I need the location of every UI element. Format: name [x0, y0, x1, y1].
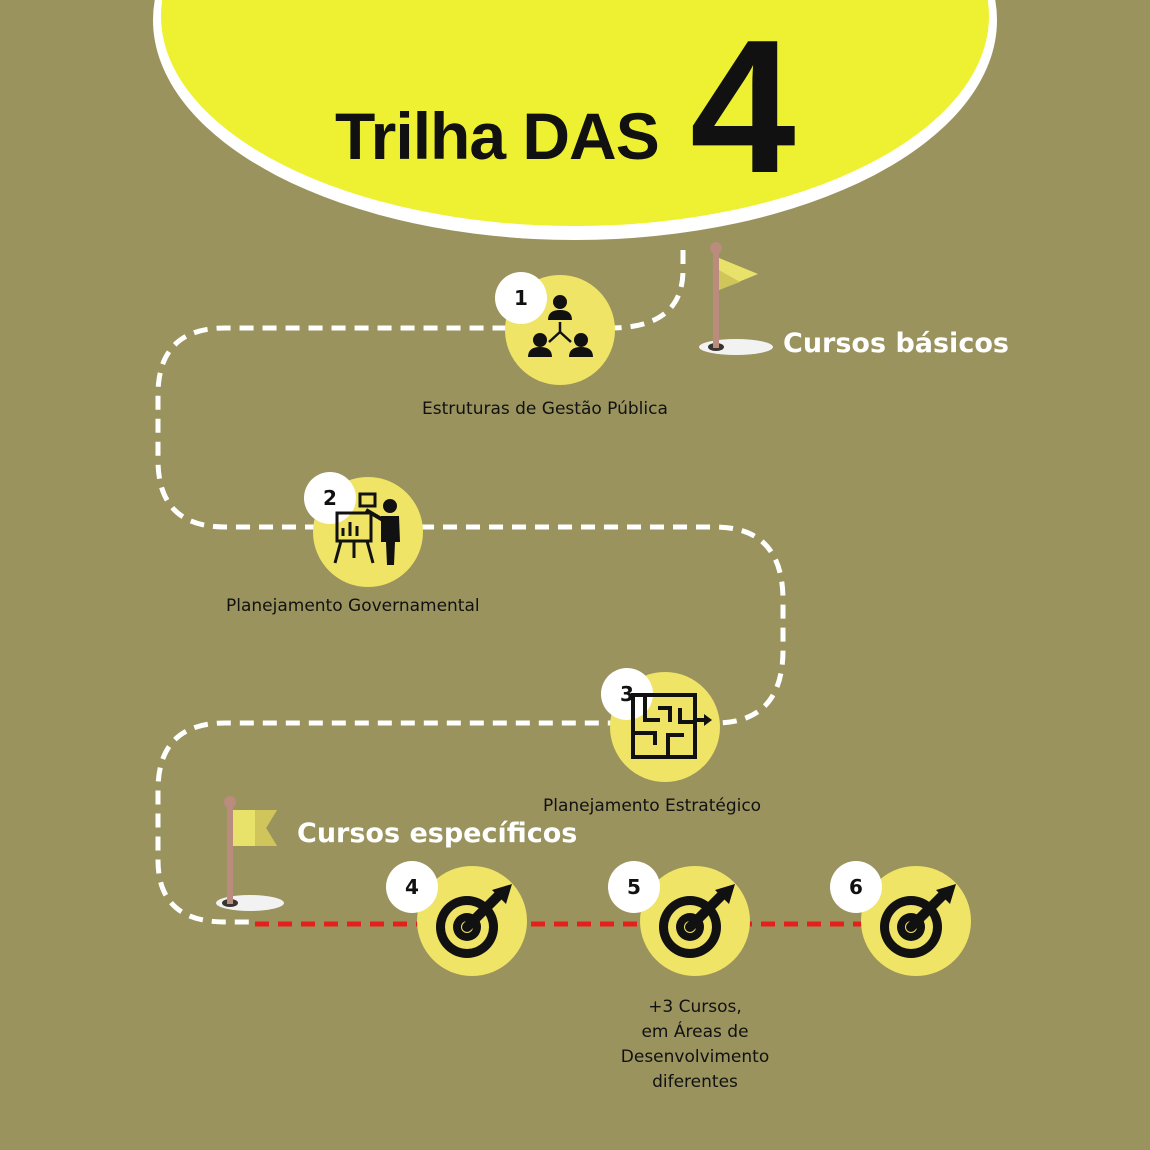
note-line: Desenvolvimento	[620, 1047, 770, 1067]
step-number: 5	[627, 875, 641, 899]
flag-label-specific: Cursos específicos	[297, 818, 578, 849]
flag-knob	[710, 242, 722, 254]
flag-pole	[713, 252, 719, 348]
page-title-number: 4	[690, 1, 796, 213]
step-number: 3	[620, 682, 634, 706]
step-3	[601, 668, 720, 782]
note-line: em Áreas de	[641, 1022, 749, 1042]
note-line: +3 Cursos,	[648, 997, 742, 1017]
extra-courses-note: +3 Cursos, em Áreas de Desenvolvimento d…	[565, 995, 825, 1095]
step-5	[608, 861, 750, 976]
step-2	[304, 472, 423, 587]
flag-basic	[699, 242, 773, 355]
dart-target-icon	[880, 884, 956, 958]
trail-path	[155, 250, 786, 925]
maze-icon	[631, 693, 712, 759]
organization-hierarchy-icon	[528, 295, 593, 357]
step-number: 2	[323, 486, 337, 510]
step-label: Planejamento Governamental	[226, 596, 480, 616]
flag-cloth-shade	[719, 270, 740, 290]
step-number: 4	[405, 875, 419, 899]
step-1	[495, 272, 615, 385]
step-label: Planejamento Estratégico	[543, 796, 762, 816]
flag-pole	[227, 805, 233, 904]
step-4	[386, 861, 527, 976]
step-badge	[495, 272, 547, 324]
flag-cloth-shade	[255, 810, 277, 846]
step-6	[830, 861, 971, 976]
step-number: 6	[849, 875, 863, 899]
step-badge	[830, 861, 882, 913]
page-title: Trilha DAS	[335, 99, 660, 173]
note-line: diferentes	[652, 1072, 738, 1092]
flag-knob	[224, 796, 236, 808]
flag-label-basic: Cursos básicos	[783, 328, 1009, 359]
dart-target-icon	[659, 884, 735, 958]
dart-target-icon	[436, 884, 512, 958]
step-badge	[304, 472, 356, 524]
step-number: 1	[514, 286, 528, 310]
step-badge	[386, 861, 438, 913]
header-ellipse-fill	[161, 0, 989, 226]
step-badge	[608, 861, 660, 913]
step-badge	[601, 668, 653, 720]
flag-specific	[216, 796, 284, 911]
presentation-board-icon	[333, 492, 400, 565]
step-label: Estruturas de Gestão Pública	[422, 399, 668, 419]
